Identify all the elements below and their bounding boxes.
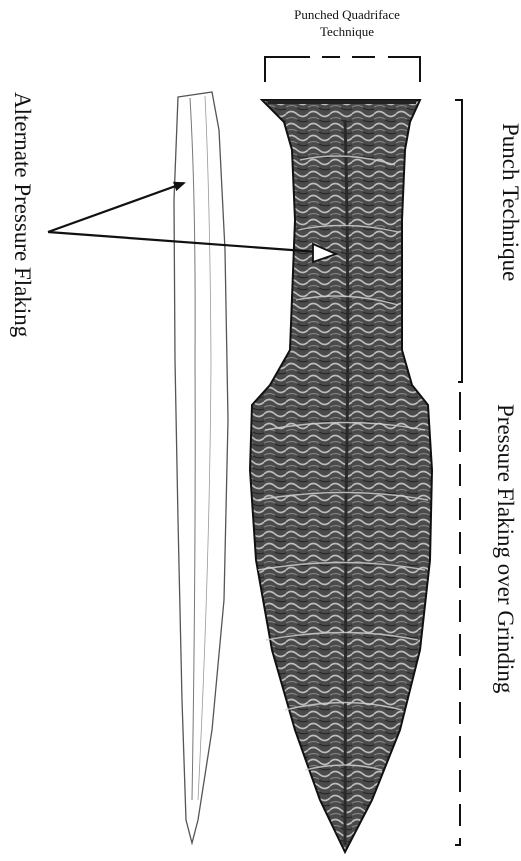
top-label-line2: Technique — [262, 23, 432, 40]
arrow-to-dagger — [48, 232, 332, 253]
dagger — [250, 100, 432, 852]
top-label: Punched Quadriface Technique — [262, 6, 432, 40]
pressure-grinding-label: Pressure Flaking over Grinding — [492, 404, 518, 693]
top-label-line1: Punched Quadriface — [262, 6, 432, 23]
right-bracket — [455, 100, 462, 845]
arrow-to-profile — [48, 183, 184, 232]
punch-technique-label: Punch Technique — [497, 123, 521, 281]
arrows — [48, 183, 332, 253]
alternate-pressure-label: Alternate Pressure Flaking — [9, 92, 35, 337]
side-profile-outline — [174, 92, 228, 843]
top-bracket — [265, 57, 420, 82]
